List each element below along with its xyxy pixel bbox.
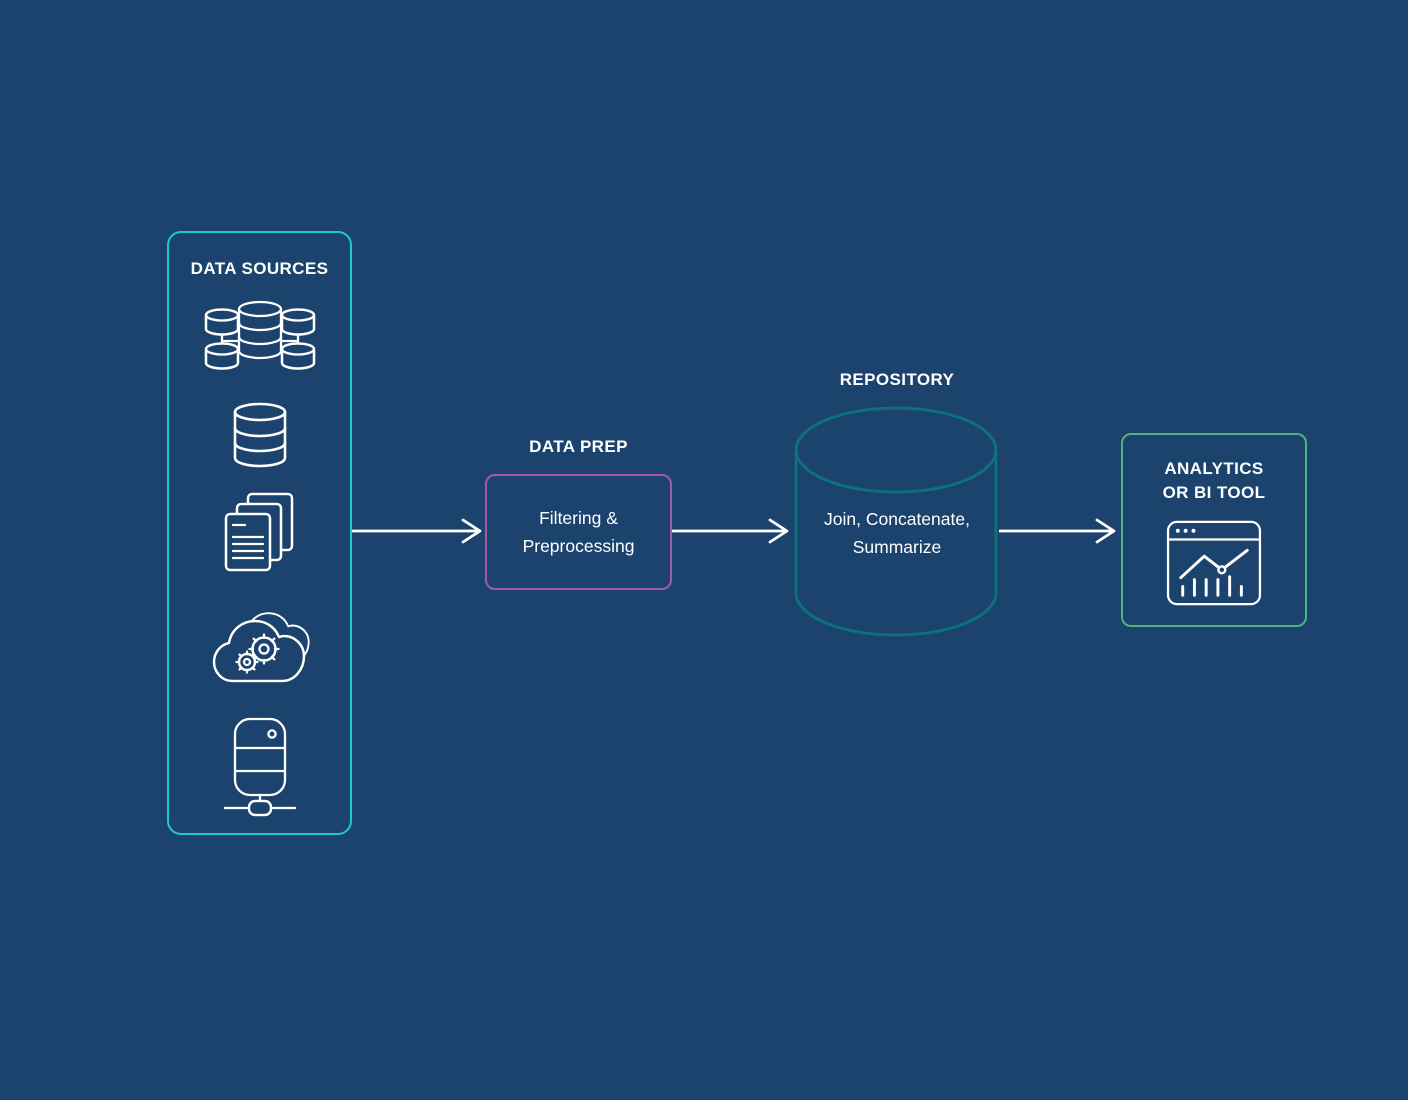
repository-title: REPOSITORY [839, 370, 955, 389]
documents-icon [220, 490, 300, 576]
data-sources-title: DATA SOURCES [190, 259, 329, 278]
data-prep-box: Filtering & Preprocessing [485, 474, 672, 590]
repository-cylinder [794, 406, 998, 637]
gear-icon [247, 633, 280, 665]
cloud-services-icon [208, 609, 312, 689]
analytics-box: ANALYTICS OR BI TOOL [1121, 433, 1307, 627]
database-cluster-icon [202, 299, 318, 371]
gear-icon [234, 650, 259, 674]
database-icon [232, 402, 288, 468]
flow-arrow-sources-to-prep [352, 518, 482, 544]
networked-server-icon [223, 715, 297, 817]
flow-arrow-prep-to-repository [672, 518, 789, 544]
repository-label: Join, Concatenate, Summarize [824, 509, 970, 557]
flow-arrow-repository-to-analytics [999, 518, 1116, 544]
data-prep-label: Filtering & Preprocessing [522, 508, 635, 556]
data-prep-title: DATA PREP [529, 437, 628, 456]
analytics-title: ANALYTICS OR BI TOOL [1162, 459, 1266, 502]
chart-browser-icon [1123, 519, 1305, 607]
data-sources-panel: DATA SOURCES [167, 231, 352, 835]
